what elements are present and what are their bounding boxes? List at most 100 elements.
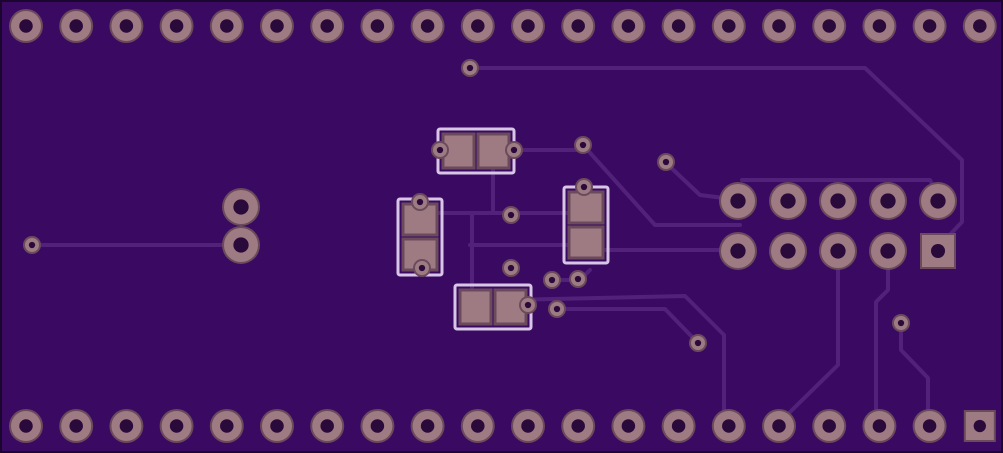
top-header-pin-3 xyxy=(109,9,144,43)
connector-pin-6 xyxy=(719,232,757,270)
connector-pin-3-drill xyxy=(830,193,846,209)
via-10-drill xyxy=(694,339,702,347)
vias xyxy=(23,59,910,352)
top-header-pin-15-drill xyxy=(722,19,736,33)
bottom-header-pin-6 xyxy=(260,409,294,443)
bottom-header-pin-5-drill xyxy=(220,419,234,433)
connector-pin-4 xyxy=(869,182,907,220)
connector-pin-2 xyxy=(769,182,807,220)
via-12-drill xyxy=(436,146,444,154)
via-17 xyxy=(519,296,537,314)
bottom-header-pin-11-drill xyxy=(521,419,535,433)
connector-pin-10-drill xyxy=(930,243,946,259)
top-header-pin-14 xyxy=(661,9,696,43)
connector-pin-2-drill xyxy=(780,193,796,209)
trace-header-down xyxy=(788,248,840,414)
bottom-header-pin-13-drill xyxy=(621,419,636,433)
bottom-header-pin-16-drill xyxy=(772,419,786,433)
bottom-header-pin-8 xyxy=(360,409,395,443)
trace-via-low xyxy=(554,307,700,345)
bottom-header-pin-13 xyxy=(611,409,646,443)
bottom-header-pin-15 xyxy=(711,409,746,443)
top-header-pin-15 xyxy=(711,9,746,43)
component-c4 xyxy=(453,283,533,331)
top-header-pin-20 xyxy=(962,9,997,43)
top-header-pin-12 xyxy=(561,9,596,43)
bottom-header-pin-9-drill xyxy=(420,419,435,433)
connector-pin-6-drill xyxy=(730,243,746,259)
via-1-drill xyxy=(28,241,36,249)
via-14-drill xyxy=(416,198,424,206)
bottom-header-pin-1-drill xyxy=(19,419,33,433)
trace-via-to-header-right xyxy=(581,143,742,227)
bottom-header-pin-4 xyxy=(159,409,194,443)
bottom-header-pin-15-drill xyxy=(722,419,736,433)
top-header-pin-1 xyxy=(9,9,43,43)
top-header-pin-16-drill xyxy=(772,19,786,33)
two-pin-jumper xyxy=(222,188,260,264)
top-header-pin-2-drill xyxy=(69,19,83,33)
top-header-pin-6 xyxy=(260,9,294,43)
bottom-header-pin-7-drill xyxy=(320,419,334,433)
top-header-pin-8-drill xyxy=(370,19,385,33)
top-header-pin-4 xyxy=(159,9,194,43)
top-header-pin-14-drill xyxy=(671,19,686,33)
bottom-pin-header xyxy=(9,409,996,443)
via-4 xyxy=(657,153,675,171)
via-2 xyxy=(461,59,479,77)
top-header-pin-17-drill xyxy=(822,19,836,33)
top-header-pin-10 xyxy=(460,9,495,43)
top-header-pin-1-drill xyxy=(19,19,33,33)
trace-via-right xyxy=(899,321,930,427)
via-17-drill xyxy=(524,301,532,309)
bottom-header-pin-3-drill xyxy=(119,419,134,433)
via-14 xyxy=(411,193,429,211)
top-header-pin-19-drill xyxy=(922,19,937,33)
via-1 xyxy=(23,236,41,254)
top-header-pin-4-drill xyxy=(169,19,184,33)
top-header-pin-12-drill xyxy=(571,19,585,33)
top-header-pin-6-drill xyxy=(270,19,284,33)
top-header-pin-13 xyxy=(611,9,646,43)
via-15 xyxy=(413,259,431,277)
via-12 xyxy=(431,141,449,159)
via-5 xyxy=(502,206,520,224)
top-header-pin-5 xyxy=(209,9,244,43)
bottom-header-pin-8-drill xyxy=(370,419,385,433)
bottom-header-pin-20 xyxy=(963,410,996,442)
bottom-header-pin-2-drill xyxy=(69,419,83,433)
bottom-header-pin-19 xyxy=(912,409,947,443)
connector-pin-9-drill xyxy=(880,243,896,259)
trace-top-via-bus xyxy=(468,66,964,247)
via-16-drill xyxy=(580,183,588,191)
bottom-header-pin-6-drill xyxy=(270,419,284,433)
component-c1-pad-2 xyxy=(476,132,511,170)
bottom-header-pin-11 xyxy=(511,409,545,443)
top-header-pin-3-drill xyxy=(119,19,134,33)
bottom-header-pin-4-drill xyxy=(169,419,184,433)
via-3 xyxy=(574,136,592,154)
bottom-header-pin-19-drill xyxy=(922,419,937,433)
via-2-drill xyxy=(466,64,474,72)
via-7 xyxy=(543,271,561,289)
bottom-header-pin-9 xyxy=(410,409,445,443)
via-9-drill xyxy=(553,305,561,313)
smd-components xyxy=(396,127,610,331)
bottom-header-pin-18-drill xyxy=(872,419,887,433)
via-5-drill xyxy=(507,211,515,219)
jumper-pin-2 xyxy=(222,226,260,264)
via-16 xyxy=(575,178,593,196)
bottom-header-pin-12 xyxy=(561,409,596,443)
via-11-drill xyxy=(897,319,905,327)
top-header-pin-9 xyxy=(410,9,445,43)
top-pin-header xyxy=(9,9,997,43)
via-4-drill xyxy=(662,158,670,166)
bottom-header-pin-12-drill xyxy=(571,419,585,433)
top-header-pin-2 xyxy=(59,9,94,43)
bottom-header-pin-17 xyxy=(812,409,847,443)
top-header-pin-10-drill xyxy=(471,19,485,33)
bottom-header-pin-5 xyxy=(209,409,244,443)
connector-pin-1-drill xyxy=(730,193,746,209)
